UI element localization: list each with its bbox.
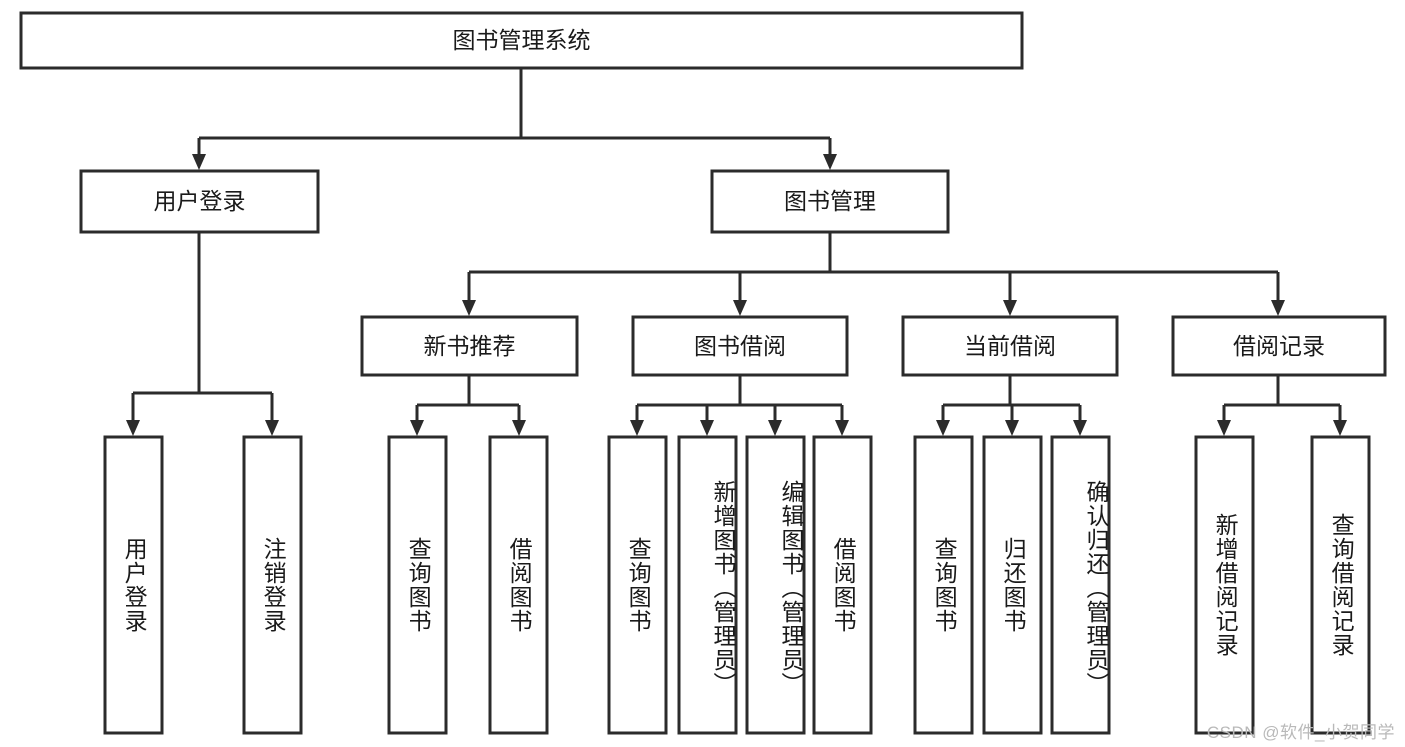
node-box-new-book-recommend[interactable]	[360, 315, 579, 377]
node-box-root[interactable]	[19, 11, 1024, 70]
node-box-book-management[interactable]	[710, 169, 950, 234]
arrow-to-leaf-add-book	[700, 420, 714, 436]
node-box-current-borrow[interactable]	[901, 315, 1119, 377]
arrow-to-leaf-query-record	[1333, 420, 1347, 436]
connector-group-new-book-recommend	[410, 375, 526, 436]
arrow-to-leaf-user-login	[126, 420, 140, 436]
node-box-leaf-borrow-book-1[interactable]	[488, 435, 549, 735]
arrow-to-leaf-query-book-1	[410, 420, 424, 436]
arrow-to-leaf-logout-login	[265, 420, 279, 436]
node-box-leaf-edit-book[interactable]	[745, 435, 806, 735]
node-box-leaf-user-login[interactable]	[103, 435, 164, 735]
node-box-leaf-query-book-3[interactable]	[913, 435, 974, 735]
connector-group-borrow-record	[1217, 375, 1347, 436]
arrow-to-user-login	[192, 154, 206, 170]
arrow-to-leaf-confirm-return	[1073, 420, 1087, 436]
arrow-to-leaf-return-book	[1005, 420, 1019, 436]
node-box-leaf-add-book[interactable]	[677, 435, 738, 735]
node-box-leaf-borrow-book-2[interactable]	[812, 435, 873, 735]
arrow-to-book-borrow	[733, 300, 747, 316]
connector-group-book-borrow	[630, 375, 849, 436]
node-box-leaf-query-book-1[interactable]	[387, 435, 448, 735]
node-box-book-borrow[interactable]	[631, 315, 849, 377]
arrow-to-leaf-add-record	[1217, 420, 1231, 436]
node-box-user-login[interactable]	[79, 169, 320, 234]
arrow-to-current-borrow	[1003, 300, 1017, 316]
connector-group-root	[192, 68, 837, 170]
node-box-leaf-logout-login[interactable]	[242, 435, 303, 735]
node-box-leaf-query-book-2[interactable]	[607, 435, 668, 735]
connector-group-current-borrow	[936, 375, 1087, 436]
node-box-borrow-record[interactable]	[1171, 315, 1387, 377]
node-box-leaf-add-record[interactable]	[1194, 435, 1255, 735]
arrow-to-leaf-borrow-book-2	[835, 420, 849, 436]
arrow-to-book-management	[823, 154, 837, 170]
connector-group-user-login	[126, 232, 279, 436]
arrow-to-new-book-recommend	[462, 300, 476, 316]
arrow-to-leaf-borrow-book-1	[512, 420, 526, 436]
arrow-to-leaf-query-book-2	[630, 420, 644, 436]
node-box-leaf-return-book[interactable]	[982, 435, 1043, 735]
node-box-leaf-query-record[interactable]	[1310, 435, 1371, 735]
connector-group-book-management	[462, 232, 1285, 316]
arrow-to-leaf-query-book-3	[936, 420, 950, 436]
arrow-to-leaf-edit-book	[768, 420, 782, 436]
arrow-to-borrow-record	[1271, 300, 1285, 316]
node-box-leaf-confirm-return[interactable]	[1050, 435, 1111, 735]
watermark-text: CSDN @软件_小贺同学	[1206, 723, 1395, 742]
